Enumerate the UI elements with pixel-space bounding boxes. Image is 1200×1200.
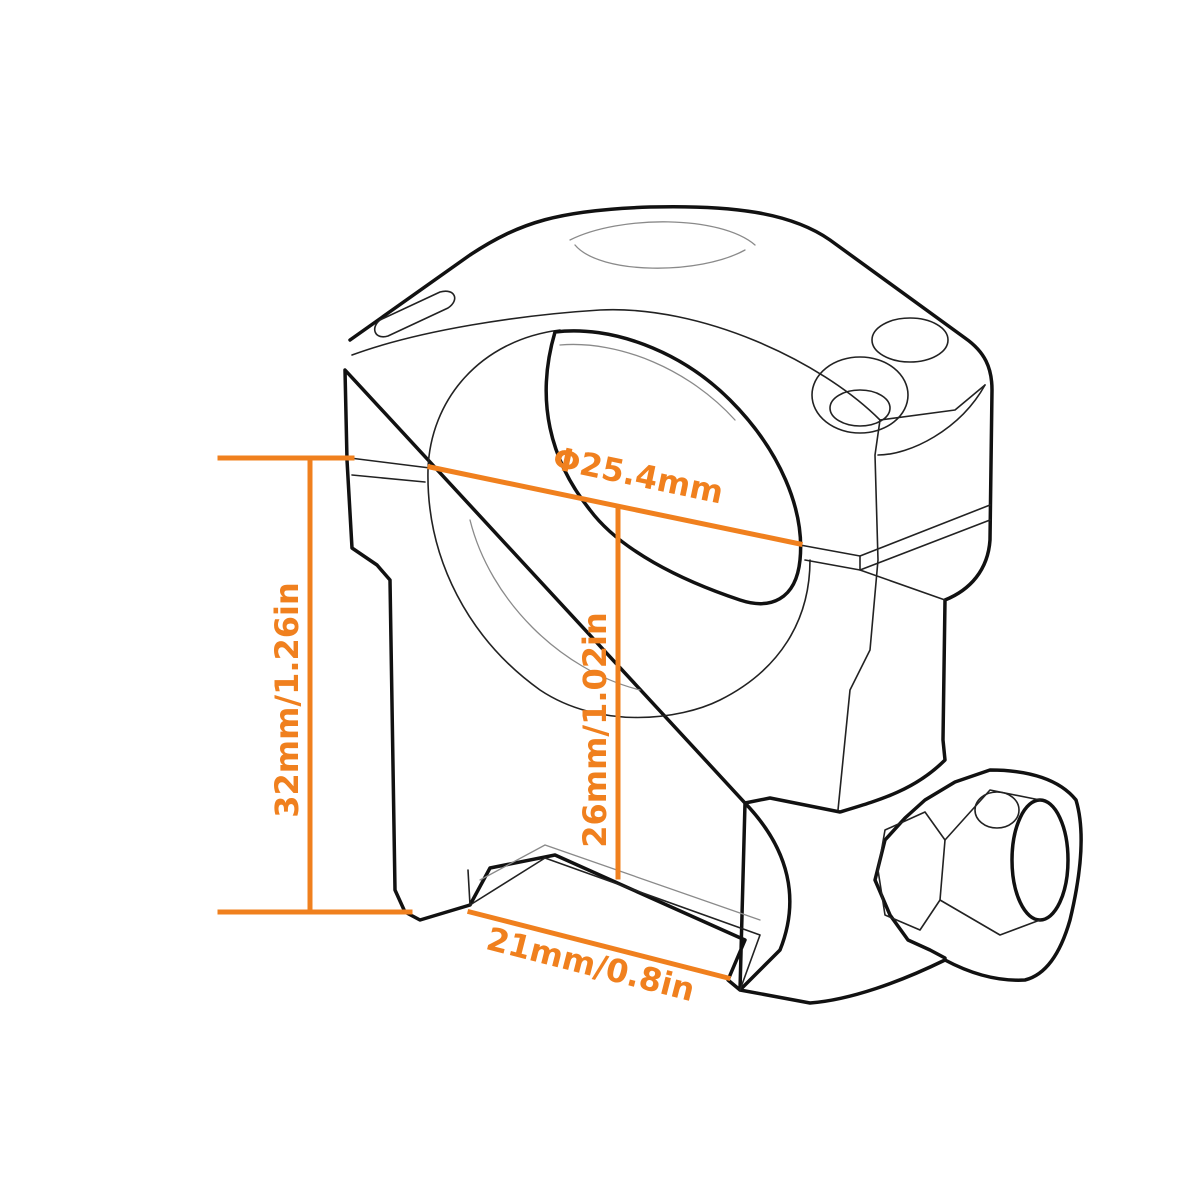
- mount-body-outline: [343, 204, 1083, 1005]
- rail-slot: [467, 857, 761, 991]
- top-recess: [569, 221, 756, 269]
- dimension-base-width: 21mm/0.8in: [466, 908, 732, 1010]
- cap-front-edge: [837, 419, 881, 811]
- ring-bore-inner: [544, 329, 803, 606]
- total-height-label: 32mm/1.26in: [268, 582, 306, 818]
- cap-screw-left: [373, 290, 456, 338]
- cap-screw-right-head: [829, 389, 891, 427]
- base-width-dimension-line: [466, 908, 732, 982]
- base-width-label: 21mm/0.8in: [483, 920, 699, 1010]
- rail-slot-edge: [479, 844, 761, 921]
- clamp-knob-face: [1010, 798, 1070, 922]
- mount-illustration: [343, 204, 1083, 1005]
- ring-diameter-label: Φ25.4mm: [550, 439, 727, 512]
- clamp-knob-body: [939, 789, 1041, 936]
- ring-bore-outer: [427, 329, 811, 719]
- cap-top-edge: [351, 308, 986, 421]
- clamp-nut: [877, 811, 946, 931]
- dimension-ring-diameter: Φ25.4mm: [427, 439, 803, 547]
- base-right-face: [859, 555, 946, 601]
- ring-bore-shadow: [469, 343, 736, 691]
- clamp-knob-hole: [974, 791, 1020, 829]
- center-height-label: 26mm/1.02in: [576, 612, 614, 848]
- cap-screw-back: [871, 317, 949, 363]
- dimension-center-height: 26mm/1.02in: [576, 505, 621, 880]
- cap-screw-right: [811, 356, 909, 434]
- cap-right-face: [877, 384, 986, 456]
- dimension-total-height: 32mm/1.26in: [217, 455, 413, 915]
- ring-diameter-dimension-line: [427, 464, 803, 547]
